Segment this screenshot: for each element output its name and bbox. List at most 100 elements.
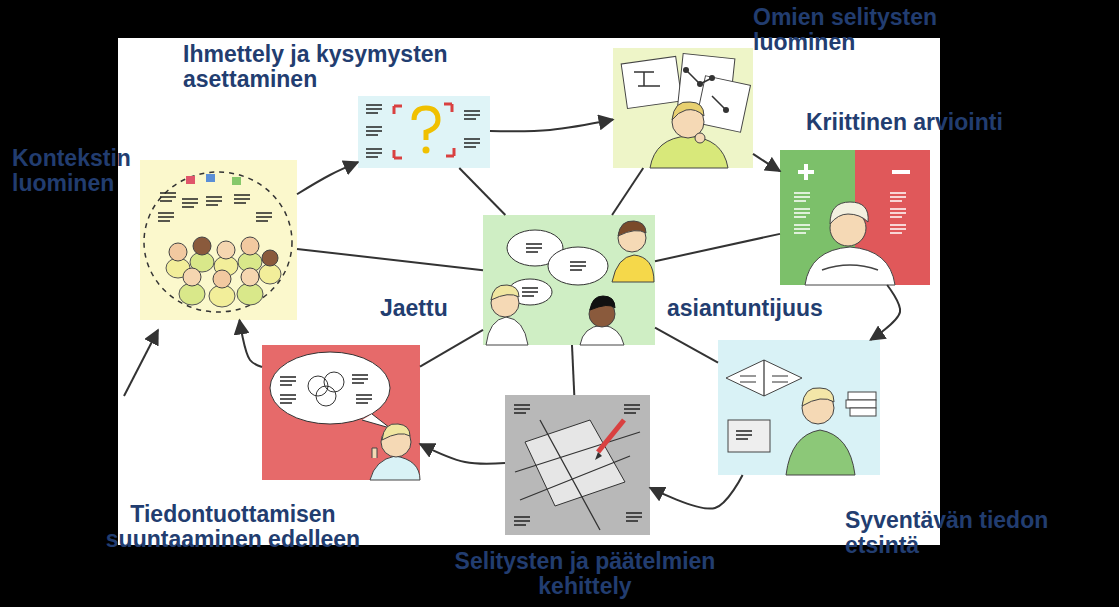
step-label: Kontekstin luominen (12, 146, 138, 196)
shared-expertise-picture (612, 255, 654, 282)
shared-expertise-picture (491, 289, 519, 317)
context-picture (259, 264, 281, 284)
context-picture (241, 237, 259, 255)
shared-expertise-picture (491, 285, 519, 300)
step-label: Syventävän tiedon etsintä (845, 508, 1075, 558)
explanation-picture (634, 70, 726, 110)
context-picture (190, 252, 214, 272)
explanation-picture (677, 53, 735, 116)
critical-picture (830, 202, 868, 224)
develop-picture (598, 420, 624, 452)
critical-picture (822, 265, 878, 270)
search-picture (848, 392, 876, 400)
step-label: asiantuntijuus (667, 296, 823, 321)
search-picture (802, 388, 834, 406)
context-picture (144, 172, 292, 312)
search-picture (740, 360, 788, 396)
critical-picture (890, 225, 906, 233)
cycle-arrow (870, 285, 900, 340)
develop-picture (515, 420, 640, 530)
explanation-picture (696, 76, 751, 133)
panel-box: Selitysten ja päätelmien kehittely (505, 395, 650, 535)
panel-box: Ihmettely ja kysymysten asettaminen (358, 96, 490, 168)
cycle-arrow (124, 330, 158, 396)
context-picture (241, 268, 259, 286)
wonder-picture (366, 127, 382, 135)
link-line (655, 328, 718, 363)
context-picture (166, 258, 190, 278)
search-picture (728, 420, 770, 452)
shared-expertise-picture (618, 224, 646, 252)
explanation-picture (621, 56, 682, 108)
search-picture (786, 430, 855, 475)
wonder-picture (366, 104, 480, 158)
critical-picture (805, 247, 895, 285)
context-picture (232, 177, 241, 185)
search-picture (726, 360, 876, 475)
context-picture (169, 243, 187, 261)
shared-expertise-picture (570, 262, 586, 270)
redirect-picture (382, 424, 410, 440)
wonder-picture (414, 108, 438, 140)
context-picture (160, 193, 176, 201)
redirect-picture (270, 352, 390, 424)
step-label: Selitysten ja päätelmien kehittely (440, 549, 730, 599)
redirect-picture (352, 375, 368, 383)
search-picture (726, 360, 802, 396)
develop-picture (525, 420, 625, 506)
wonder-picture (464, 139, 480, 147)
explanation-picture (621, 53, 750, 168)
step-label: Jaettu (380, 296, 448, 321)
wonder-picture (366, 149, 382, 157)
cycle-arrow (420, 444, 505, 464)
context-picture (193, 237, 211, 255)
explanation-picture (723, 107, 729, 113)
shared-expertise-picture (589, 301, 615, 327)
panel-box: Kriittinen arviointi (780, 150, 930, 285)
link-line (420, 330, 483, 367)
context-picture (237, 283, 263, 305)
context-picture (213, 270, 231, 288)
redirect-picture (356, 395, 372, 403)
shared-expertise-picture (580, 325, 624, 345)
wonder-picture (366, 105, 382, 113)
cycle-arrow (753, 154, 780, 171)
critical-picture (798, 164, 910, 180)
develop-picture (624, 405, 640, 413)
connector-group (240, 120, 901, 509)
critical-picture (794, 193, 810, 201)
step-label: Ihmettely ja kysymysten asettaminen (183, 42, 473, 92)
context-picture (144, 172, 292, 312)
cycle-arrow (650, 475, 743, 509)
search-picture (850, 408, 876, 416)
context-picture (179, 283, 205, 305)
context-picture (238, 252, 262, 272)
redirect-picture (370, 456, 420, 480)
wonder-picture (464, 111, 480, 119)
shared-expertise-picture (508, 279, 552, 305)
shared-expertise-picture (548, 247, 608, 285)
redirect-picture (324, 372, 344, 392)
step-label: Tiedontuottamisen suuntaaminen edelleen (88, 502, 378, 552)
context-picture (206, 174, 215, 182)
shared-expertise-picture (486, 317, 528, 345)
redirect-picture (270, 352, 420, 480)
panel-box: Syventävän tiedon etsintä (718, 340, 880, 475)
explanation-picture (672, 102, 704, 120)
step-label: Omien selitysten luominen (753, 5, 958, 55)
context-picture (183, 268, 201, 286)
context-picture (209, 285, 235, 307)
shared-expertise-picture (526, 244, 542, 252)
shared-expertise-picture (486, 221, 654, 345)
critical-picture (830, 210, 866, 246)
critical-picture (794, 209, 810, 217)
explanation-picture (683, 67, 689, 73)
explanation-picture (695, 133, 705, 143)
step-label: Kriittinen arviointi (806, 110, 1003, 135)
search-picture (736, 431, 752, 439)
panel-box: Omien selitysten luominen (613, 48, 753, 168)
cycle-arrow (240, 320, 263, 367)
context-picture (217, 241, 235, 259)
context-picture (158, 213, 174, 221)
